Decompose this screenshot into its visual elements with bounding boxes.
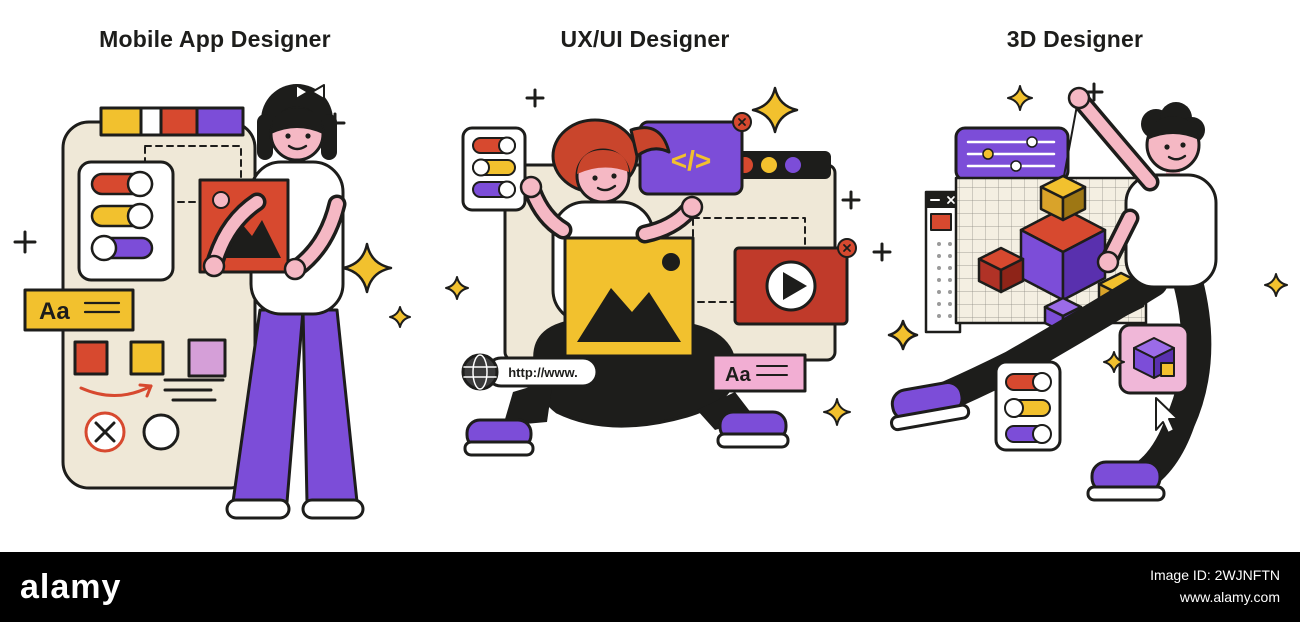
- url-bar: http://www.: [461, 353, 599, 391]
- swatch-squares: [73, 338, 227, 378]
- close-icon: [732, 112, 752, 132]
- sparkle-icon: [751, 86, 799, 134]
- sparkle-icon: [1264, 273, 1288, 297]
- typography-card-pink: Aa: [711, 353, 807, 393]
- aa-sample-text: Aa: [725, 364, 751, 386]
- panel-title-mobile-app-designer: Mobile App Designer: [99, 26, 331, 52]
- plus-sparkle-icon: [1084, 82, 1104, 102]
- text-lines: [163, 378, 225, 402]
- shoe: [301, 498, 365, 520]
- sparkle-icon: [887, 319, 919, 351]
- tshirt: [1124, 173, 1218, 289]
- sparkle-icon: [1007, 85, 1033, 111]
- close-icon: [837, 238, 857, 258]
- sparkle-icon: [341, 242, 393, 294]
- cancel-icon: [84, 411, 126, 453]
- phone-mockup: Aa: [23, 106, 257, 490]
- leg: [1125, 267, 1212, 493]
- curved-arrow-icon: [79, 383, 153, 398]
- image-id: Image ID: 2WJNFTN: [1150, 567, 1280, 584]
- sneaker: [716, 410, 790, 449]
- url-sample-text: http://www.: [508, 365, 578, 380]
- alamy-url: www.alamy.com: [1179, 589, 1280, 605]
- plus-sparkle-icon: [841, 190, 861, 210]
- arm: [202, 192, 267, 278]
- plus-sparkle-icon: [525, 88, 545, 108]
- play-icon: [783, 272, 807, 300]
- plus-sparkle-icon: [872, 242, 892, 262]
- image-card-yellow: [563, 236, 695, 358]
- alamy-logo: alamy: [20, 567, 122, 606]
- arm: [1067, 86, 1160, 192]
- mobile-app-designer-illustration: Aa: [13, 84, 411, 520]
- ux-ui-designer-illustration: </>: [445, 86, 861, 457]
- hair-bow: [295, 84, 325, 100]
- shoe: [225, 498, 291, 520]
- toggle-panel: [994, 360, 1062, 452]
- swatch-panel: [924, 190, 962, 334]
- sneaker: [1086, 460, 1166, 502]
- sparkle-icon: [823, 398, 851, 426]
- sparkle-icon: [1103, 351, 1125, 373]
- panel-title-ux-ui-designer: UX/UI Designer: [560, 26, 730, 52]
- code-card: </>: [638, 112, 752, 196]
- three-d-designer-illustration: [872, 82, 1288, 502]
- arm: [635, 195, 704, 244]
- typography-card: Aa: [23, 288, 135, 332]
- designer-woman: [198, 84, 365, 520]
- cube-card: [1118, 323, 1190, 395]
- color-chips: [99, 106, 245, 137]
- sneaker: [889, 381, 971, 432]
- aa-sample-text: Aa: [39, 298, 70, 325]
- radio-circle: [142, 413, 180, 451]
- sparkle-icon: [389, 306, 411, 328]
- panel-title-3d-designer: 3D Designer: [1006, 26, 1144, 52]
- watermark-bar: alamy Image ID: 2WJNFTN www.alamy.com: [0, 552, 1300, 622]
- plus-sparkle-icon: [13, 230, 37, 254]
- globe-icon: [461, 353, 499, 391]
- arm: [519, 175, 573, 240]
- designer-woman: [463, 118, 790, 457]
- pull-string: [1063, 99, 1079, 177]
- code-glyph: </>: [671, 145, 711, 176]
- arm: [1096, 208, 1140, 274]
- toggle-panel: [77, 160, 175, 282]
- toggle-panel: [461, 126, 527, 212]
- video-card: [733, 238, 857, 326]
- cursor-icon: [1155, 397, 1179, 434]
- sparkle-icon: [445, 276, 469, 300]
- sneaker: [463, 418, 535, 457]
- arm: [283, 194, 347, 281]
- slider-panel: [954, 126, 1070, 182]
- pants: [301, 308, 359, 504]
